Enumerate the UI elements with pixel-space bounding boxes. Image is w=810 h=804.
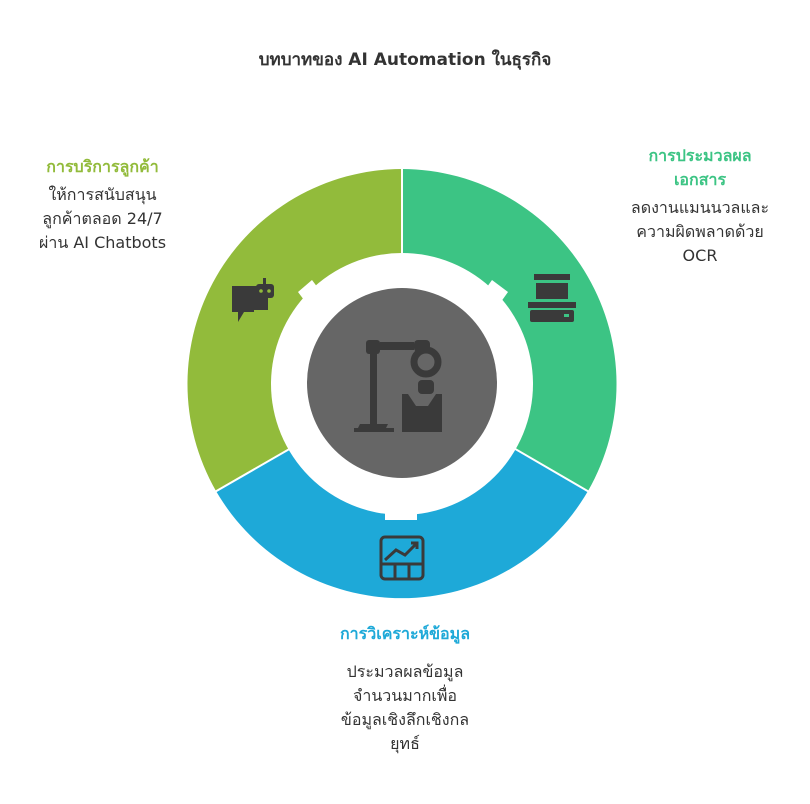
customer-service-block: การบริการลูกค้า ให้การสนับสนุน ลูกค้าตลอ… [10,155,195,255]
chatbot-icon [232,278,274,322]
page-title: บทบาทของ AI Automation ในธุรกิจ [258,50,552,70]
document-processing-block: การประมวลผล เอกสาร ลดงานแมนนวลและ ความผิ… [600,144,800,268]
document-processing-heading: การประมวลผล เอกสาร [648,146,752,189]
robot-arm-icon [354,340,442,432]
customer-service-description: ให้การสนับสนุน ลูกค้าตลอด 24/7 ผ่าน AI C… [38,185,167,252]
customer-service-heading: การบริการลูกค้า [46,157,159,176]
scanner-icon [528,274,576,322]
data-analysis-block: การวิเคราะห์ข้อมูล ประมวลผลข้อมูล จำนวนม… [290,622,520,756]
data-analysis-description: ประมวลผลข้อมูล จำนวนมากเพื่อ ข้อมูลเชิงล… [340,662,470,753]
chart-icon [379,535,425,581]
data-analysis-heading: การวิเคราะห์ข้อมูล [339,624,471,643]
document-processing-description: ลดงานแมนนวลและ ความผิดพลาดด้วย OCR [630,198,770,265]
center-circle [307,288,497,478]
